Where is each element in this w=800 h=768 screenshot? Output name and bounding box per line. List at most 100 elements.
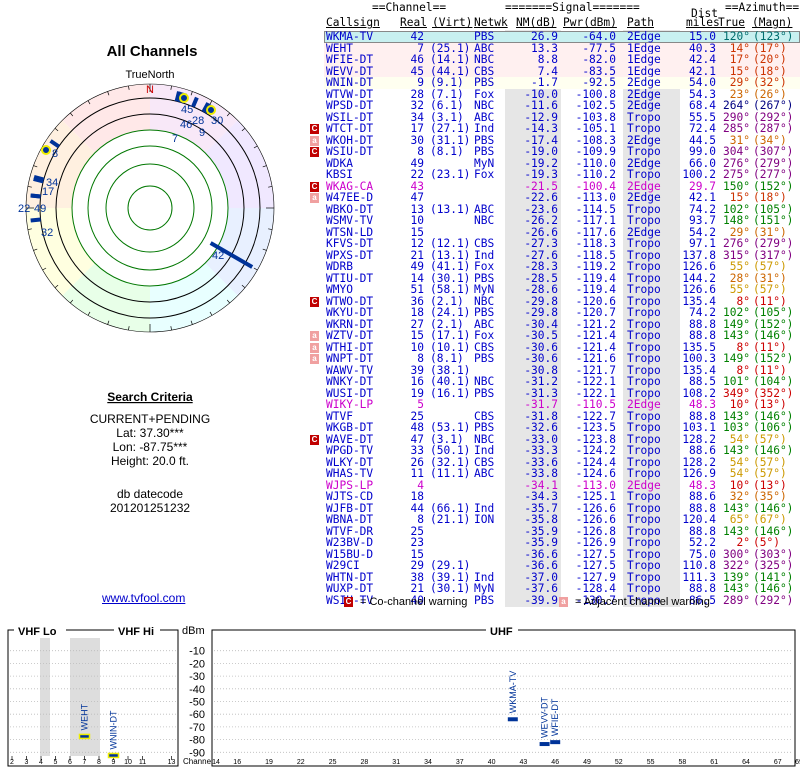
network-cell: PBS [474, 421, 495, 434]
callsign-cell: KFVS-DT [326, 237, 374, 250]
network-cell: PBS [474, 593, 495, 607]
network-cell: ABC [474, 317, 495, 331]
real-channel-cell: 23 [410, 536, 424, 549]
path-cell: Tropo [627, 547, 661, 561]
distance-cell: 75.0 [689, 547, 716, 561]
nm-cell: 26.9 [531, 30, 558, 43]
real-channel-cell: 11 [410, 467, 424, 480]
network-cell: ION [474, 513, 495, 526]
distance-cell: 48.3 [689, 398, 716, 411]
nm-cell: -37.6 [524, 582, 558, 595]
real-channel-cell: 48 [410, 421, 424, 434]
vhf-channel-tick-label: 11 [139, 759, 146, 766]
azimuth-magnetic-cell: (287°) [753, 122, 794, 135]
real-channel-cell: 43 [410, 179, 424, 193]
real-channel-cell: 45 [410, 64, 424, 78]
station-marker-dot [206, 105, 216, 115]
col-real: Real [400, 16, 427, 29]
real-channel-cell: 8 [417, 352, 424, 365]
compass-tick [128, 85, 130, 90]
station-marker-label: 22 [18, 203, 30, 215]
nm-cell: -33.8 [524, 467, 558, 480]
callsign-cell: WNPT-DT [326, 352, 374, 365]
virtual-channel-cell: (24.1) [430, 306, 471, 319]
real-channel-cell: 49 [410, 156, 424, 170]
real-channel-cell: 51 [410, 283, 424, 296]
uhf-channel-tick-label: 28 [361, 759, 369, 766]
nm-cell: 13.3 [531, 41, 558, 55]
nm-cell: -30.6 [524, 352, 558, 365]
station-marker-label: 8 [52, 148, 58, 160]
azimuth-true-cell: 65° [729, 513, 750, 526]
uhf-channel-tick-label: 19 [265, 759, 273, 766]
station-signal-bar [507, 717, 518, 722]
compass-ring [39, 97, 261, 319]
azimuth-magnetic-cell: (13°) [753, 398, 787, 411]
true-north-label: TrueNorth [125, 69, 174, 81]
power-cell: -114.5 [575, 202, 616, 216]
virtual-channel-cell: (10.1) [430, 340, 471, 354]
col-path: Path [627, 16, 654, 29]
uhf-channel-tick-label: 43 [520, 759, 528, 766]
nm-cell: -39.9 [524, 593, 558, 607]
distance-cell: 88.8 [689, 317, 716, 331]
real-channel-cell: 46 [410, 53, 424, 66]
path-cell: 2Edge [627, 87, 661, 101]
callsign-cell: WPXS-DT [326, 248, 374, 262]
azimuth-magnetic-cell: (352°) [753, 386, 794, 400]
azimuth-true-cell: 8° [736, 363, 750, 377]
adjacent-channel-warning-icon: a [310, 193, 319, 203]
callsign-cell: WSIL-DT [326, 110, 374, 124]
path-cell: Tropo [627, 432, 661, 446]
dbm-tick-label: -30 [189, 671, 205, 683]
path-cell: Tropo [627, 283, 661, 296]
distance-cell: 111.3 [682, 570, 716, 584]
callsign-cell: WKGB-DT [326, 421, 374, 434]
dbm-label: dBm [182, 625, 205, 637]
nm-cell: -17.4 [524, 133, 558, 147]
power-cell: -102.5 [575, 99, 616, 112]
real-channel-cell: 33 [410, 444, 424, 457]
distance-cell: 100.3 [682, 352, 716, 365]
azimuth-magnetic-cell: (31°) [753, 271, 787, 285]
azimuth-magnetic-cell: (57°) [753, 283, 787, 296]
compass-tick [253, 267, 258, 271]
azimuth-true-cell: 31° [729, 133, 750, 147]
distance-cell: 88.6 [689, 444, 716, 457]
network-cell: Ind [474, 122, 495, 135]
azimuth-magnetic-cell: (267°) [753, 99, 794, 112]
azimuth-magnetic-cell: (317°) [753, 248, 794, 262]
compass-tick [209, 311, 213, 316]
distance-cell: 128.2 [682, 455, 716, 469]
dist-header: Dist [691, 7, 718, 20]
power-cell: -126.9 [575, 536, 616, 549]
path-cell: Tropo [627, 306, 661, 319]
azimuth-magnetic-cell: (105°) [753, 306, 794, 319]
path-column-shade [623, 30, 680, 607]
network-cell: NBC [474, 99, 495, 112]
virtual-channel-cell: (31.1) [430, 133, 471, 147]
network-cell: CBS [474, 340, 495, 354]
channel-group-header: ==Channel== [372, 1, 447, 14]
azimuth-magnetic-cell: (292°) [753, 110, 794, 124]
power-cell: -123.5 [575, 421, 616, 434]
callsign-cell: WTVW-DT [326, 87, 374, 101]
path-cell: Tropo [627, 237, 661, 250]
north-marker: N [146, 84, 154, 96]
callsign-cell: WBKO-DT [326, 202, 374, 216]
tvfool-link[interactable]: www.tvfool.com [102, 591, 186, 605]
callsign-cell: WAWV-TV [326, 363, 374, 377]
virtual-channel-cell: (41.1) [430, 260, 471, 273]
